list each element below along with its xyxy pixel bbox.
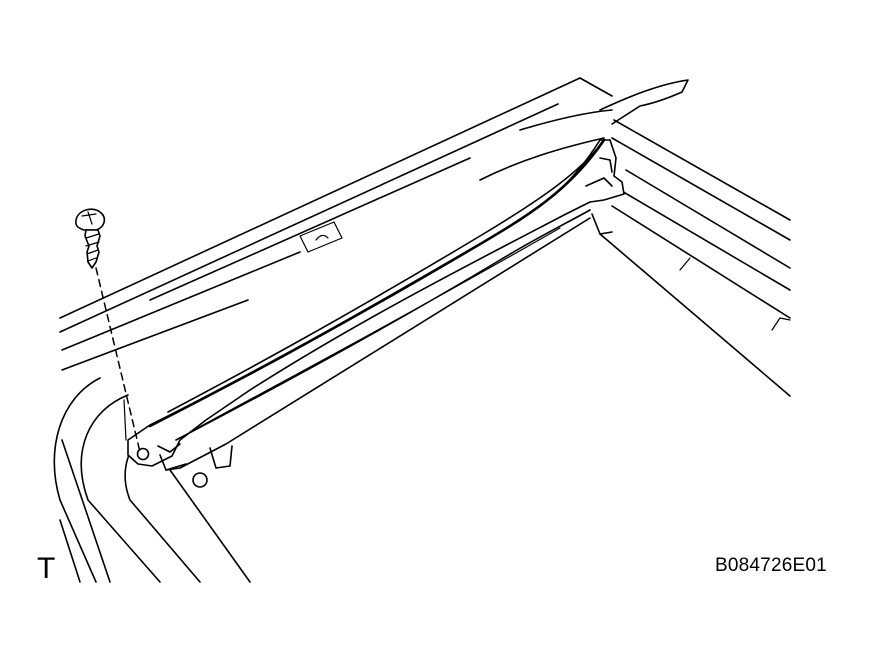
front-header [479, 79, 689, 181]
figure-id-label: B084726E01 [715, 555, 827, 576]
trim-rail [123, 138, 625, 488]
installation-guide-line [95, 267, 141, 453]
screw-icon [75, 208, 106, 269]
side-frame [591, 119, 791, 397]
view-code-label: T [37, 552, 56, 585]
roof-panel [59, 77, 613, 371]
